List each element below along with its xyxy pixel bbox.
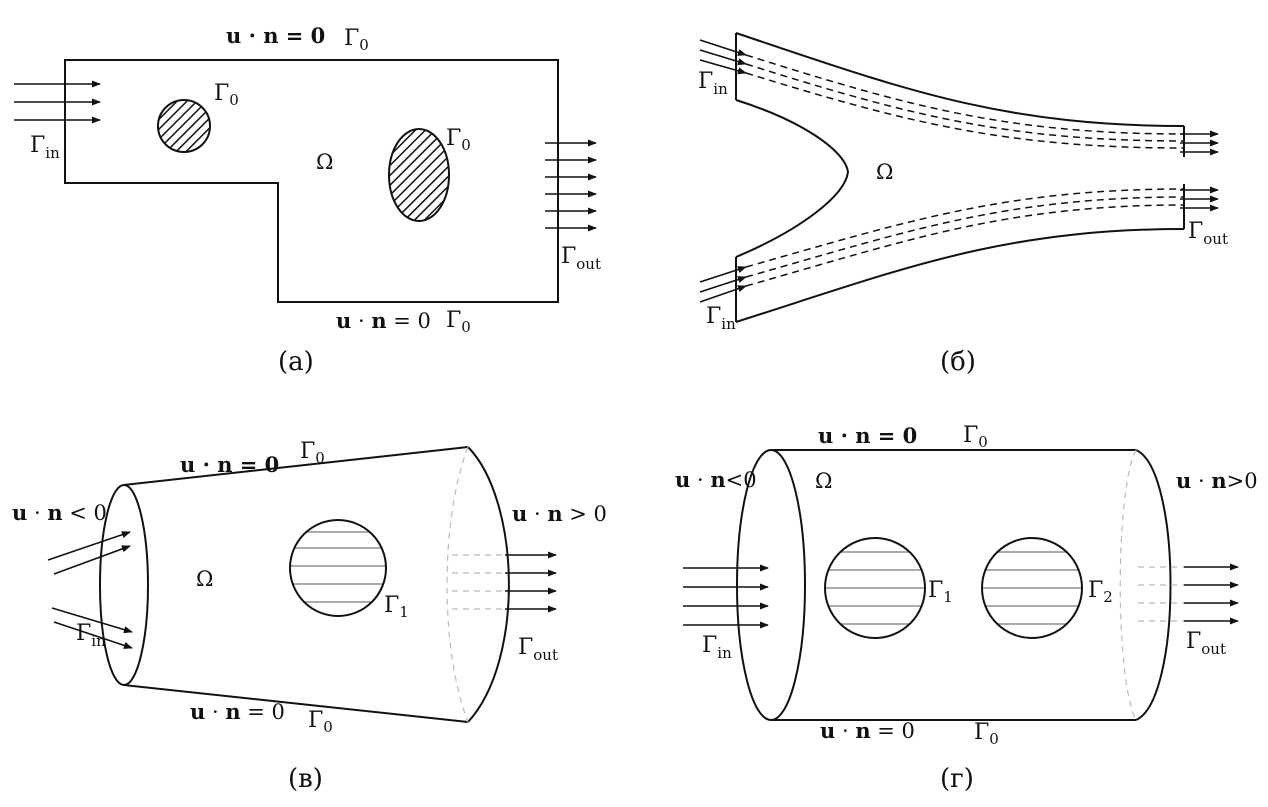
channel-walls-b bbox=[735, 32, 1185, 323]
caption-c: (в) bbox=[288, 764, 323, 794]
inlet-label-d: Γin bbox=[702, 633, 732, 662]
outlet-arrows-d bbox=[1138, 563, 1239, 625]
left-bc-d: u · n<0 bbox=[675, 467, 757, 492]
right-bc-d: u · n>0 bbox=[1176, 468, 1258, 493]
caption-a: (а) bbox=[278, 347, 314, 377]
inlet-bottom-label-b: Γin bbox=[706, 304, 736, 333]
outlet-label-d: Γout bbox=[1186, 629, 1226, 658]
outlet-arrows-a bbox=[545, 139, 597, 232]
inlet-arrows-d bbox=[683, 564, 769, 629]
bottom-gamma-c: Γ0 bbox=[308, 708, 333, 736]
outlet-arrows-b bbox=[1180, 130, 1219, 212]
top-gamma-c: Γ0 bbox=[300, 439, 325, 467]
top-bc-d: u · n = 0 bbox=[818, 423, 917, 448]
bottom-gamma-d: Γ0 bbox=[974, 720, 999, 748]
obstacle-circle-a bbox=[157, 99, 211, 153]
domain-label-b: Ω bbox=[876, 160, 893, 184]
sphere2-label-d: Γ2 bbox=[1088, 578, 1113, 606]
inlet-label-c: Γin bbox=[76, 621, 106, 650]
panel-a: u · n = 0 Γ0 u · n = 0 Γ0 Γin Γout Γ0 Γ0… bbox=[14, 23, 601, 377]
caption-d: (г) bbox=[940, 764, 974, 794]
domain-label-a: Ω bbox=[316, 150, 333, 174]
streamlines-b bbox=[745, 54, 1185, 287]
top-bc-c: u · n = 0 bbox=[180, 452, 279, 477]
sphere1-d bbox=[824, 537, 926, 639]
obstacle-ellipse-a bbox=[388, 128, 450, 222]
inlet-arrows-c bbox=[47, 531, 133, 649]
obstacle1-label-a: Γ0 bbox=[214, 81, 239, 109]
top-bc-a: u · n = 0 bbox=[226, 23, 325, 48]
caption-b: (б) bbox=[940, 347, 976, 377]
panel-d: u · n = 0 Γ0 u · n = 0 Γ0 u · n<0 u · n>… bbox=[675, 423, 1258, 794]
outlet-label-a: Γout bbox=[561, 244, 601, 273]
bottom-bc-c: u · n = 0 bbox=[190, 699, 285, 724]
panel-b: Γin Γin Γout Ω (б) bbox=[698, 32, 1228, 377]
inlet-arrows-a bbox=[14, 80, 101, 124]
outlet-label-b: Γout bbox=[1188, 219, 1228, 248]
bottom-bc-a: u · n = 0 bbox=[336, 308, 431, 333]
outlet-arrows-c bbox=[452, 551, 557, 613]
inlet-top-label-b: Γin bbox=[698, 69, 728, 98]
bottom-gamma-a: Γ0 bbox=[446, 308, 471, 336]
top-gamma-d: Γ0 bbox=[963, 423, 988, 451]
sphere-c bbox=[289, 519, 387, 617]
inlet-label-a: Γin bbox=[30, 133, 60, 162]
cone-body-c bbox=[99, 446, 510, 723]
sphere1-label-d: Γ1 bbox=[928, 578, 953, 606]
bottom-bc-d: u · n = 0 bbox=[820, 718, 915, 743]
sphere-label-c: Γ1 bbox=[384, 593, 409, 621]
panel-c: u · n = 0 Γ0 u · n = 0 Γ0 u · n < 0 u · … bbox=[12, 439, 607, 794]
domain-boundary-a bbox=[64, 59, 559, 303]
cylinder-body-d bbox=[736, 449, 1172, 721]
sphere2-d bbox=[981, 537, 1083, 639]
left-bc-c: u · n < 0 bbox=[12, 500, 107, 525]
obstacle2-label-a: Γ0 bbox=[446, 126, 471, 154]
top-gamma-a: Γ0 bbox=[344, 26, 369, 54]
right-bc-c: u · n > 0 bbox=[512, 501, 607, 526]
domain-label-d: Ω bbox=[815, 469, 832, 493]
inlet-arrows-b bbox=[699, 39, 747, 303]
outlet-label-c: Γout bbox=[518, 635, 558, 664]
domain-label-c: Ω bbox=[196, 567, 213, 591]
